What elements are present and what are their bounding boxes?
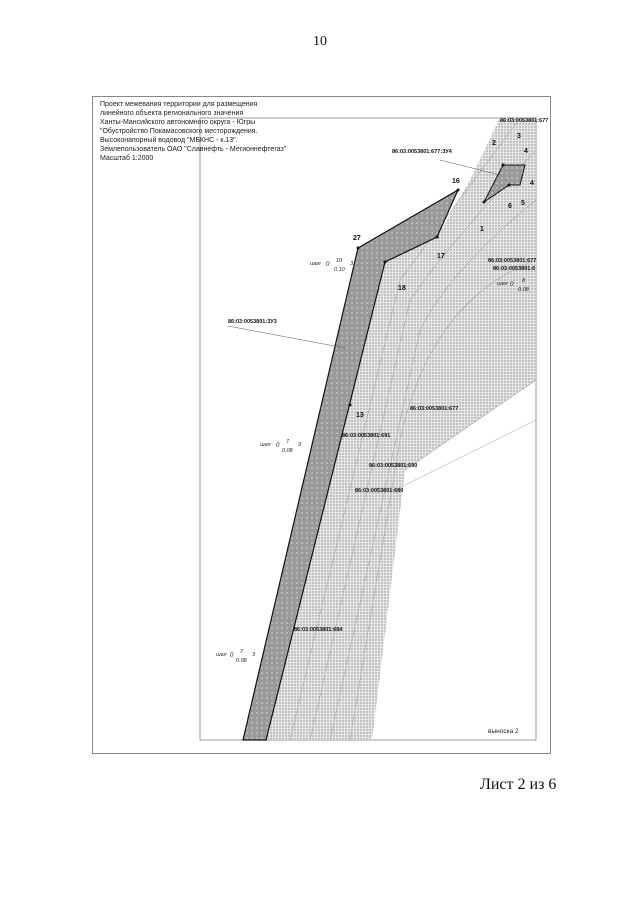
svg-text:шел: шел (497, 281, 508, 287)
svg-text:7: 7 (286, 439, 290, 445)
sheet-label: Лист 2 из 6 (480, 776, 557, 793)
parcel-label: 86:03:0053801:677 (488, 258, 536, 264)
svg-text:0.08: 0.08 (282, 448, 294, 454)
tree-symbol: шел() 7 0.08 3 (216, 649, 256, 664)
svg-text:0.08: 0.08 (518, 287, 530, 293)
point-label: 27 (353, 235, 361, 242)
tree-symbol: шел () 10 0.10 3 (310, 258, 354, 273)
svg-text:3: 3 (350, 261, 354, 267)
parcel-zu4 (483, 164, 526, 203)
page-number: 10 (313, 34, 327, 49)
title-line: линейного объекта регионального значения (100, 110, 244, 117)
point-label: 13 (356, 412, 364, 419)
title-line: Ханты-Мансийского автономного округа - Ю… (100, 119, 256, 126)
parcel-label: 86:03:0053801:677 (410, 406, 458, 412)
callout-label: выноска 2 (488, 728, 519, 735)
svg-text:(): () (276, 442, 280, 448)
svg-text:(): () (510, 281, 514, 287)
parcel-label: 86:03:0053801:684 (294, 627, 343, 633)
tree-symbol: шел() 8 0.08 (497, 278, 530, 293)
svg-text:0.08: 0.08 (236, 658, 248, 664)
parcel-label: 86:03:0053801:6 (493, 266, 535, 272)
point-label: 6 (508, 203, 512, 210)
point-label: 18 (398, 285, 406, 292)
svg-text:10: 10 (336, 258, 343, 264)
svg-text:шел: шел (310, 261, 321, 267)
svg-text:шел: шел (260, 442, 271, 448)
hatched-area (266, 118, 536, 740)
point-label: 4 (524, 148, 528, 155)
svg-text:7: 7 (240, 649, 244, 655)
svg-text:(): () (230, 652, 234, 658)
point-label: 4 (530, 180, 534, 187)
parcel-label: 86:03:0053801:691 (342, 433, 390, 439)
land-user: Землепользователь ОАО "Славнефть - Мегио… (100, 146, 287, 153)
parcel-label: 86:03:0053801:677:ЗУ4 (392, 149, 453, 155)
title-line: "Обустройство Покамасовского месторожден… (100, 128, 258, 135)
point-label: 3 (517, 133, 521, 140)
parcel-label: 86:03:0053801:677 (500, 118, 548, 124)
parcel-label: 86:03:0053801:ЗУ3 (228, 319, 277, 325)
point-label: 2 (492, 140, 496, 147)
title-line: Высоконапорный водовод "МБКНС - к.13". (100, 137, 238, 144)
parcel-label: 86:03:0053801:680 (355, 488, 403, 494)
svg-text:(): () (326, 261, 330, 267)
svg-text:8: 8 (522, 278, 526, 284)
point-label: 16 (452, 178, 460, 185)
tree-symbol: шел () 7 0.08 3 (260, 439, 302, 454)
title-block: Проект межевания территории для размещен… (100, 100, 286, 163)
svg-text:3: 3 (252, 652, 256, 658)
point-label: 5 (521, 200, 525, 207)
parcel-label: 86:03:0053801:690 (369, 463, 417, 469)
point-label: 17 (437, 253, 445, 260)
svg-text:0.10: 0.10 (334, 267, 346, 273)
svg-text:3: 3 (298, 442, 302, 448)
point-label: 1 (480, 226, 484, 233)
drawing-frame (92, 96, 551, 754)
title-line: Проект межевания территории для размещен… (100, 101, 258, 108)
svg-text:шел: шел (216, 652, 227, 658)
scale: Масштаб 1:2000 (100, 155, 154, 162)
